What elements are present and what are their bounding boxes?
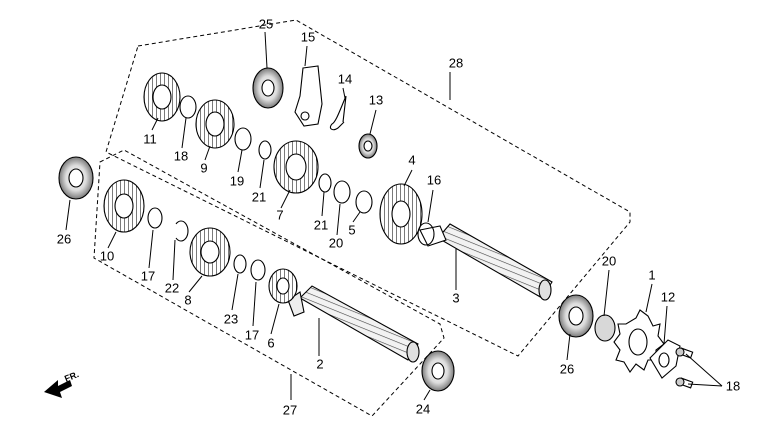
callout-3: 3 — [452, 290, 459, 305]
washer-19 — [333, 180, 351, 204]
callout-26a: 26 — [57, 231, 71, 246]
gear-6 — [268, 268, 298, 304]
gear-8 — [189, 227, 231, 277]
callout-7: 7 — [276, 207, 283, 222]
callout-28: 28 — [449, 55, 463, 70]
callout-18b: 19 — [230, 173, 244, 188]
washer-18a — [179, 95, 197, 119]
callout-10: 10 — [100, 248, 114, 263]
countershaft — [419, 223, 553, 301]
washer-18b — [234, 127, 252, 151]
front-direction-label: FR. — [63, 369, 80, 384]
callout-18a: 18 — [174, 148, 188, 163]
clip-21b — [318, 173, 332, 193]
bearing-26-lower — [558, 294, 594, 338]
callout-17a: 17 — [141, 268, 155, 283]
callout-1: 1 — [648, 267, 655, 282]
clip-20a — [175, 220, 189, 242]
callout-20a: 22 — [165, 280, 179, 295]
callout-2: 2 — [316, 356, 323, 371]
clip-20b — [233, 254, 247, 274]
bushing-5 — [355, 190, 373, 214]
clip-21a — [258, 140, 272, 160]
callout-11: 11 — [143, 131, 157, 146]
bearing-26-upper — [58, 156, 94, 200]
callout-17b: 17 — [245, 327, 259, 342]
callout-27: 27 — [283, 402, 297, 417]
callout-16: 16 — [427, 172, 441, 187]
spring-14 — [329, 95, 347, 131]
callout-21b: 21 — [314, 217, 328, 232]
gear-7 — [273, 140, 319, 194]
callout-21a: 21 — [252, 189, 266, 204]
mainshaft — [287, 285, 420, 363]
oil-seal-22 — [594, 314, 616, 342]
bearing-13 — [358, 133, 378, 159]
group-box-28 — [105, 19, 631, 357]
fixing-plate-12 — [649, 339, 681, 379]
gear-10 — [103, 179, 145, 233]
group-box-27 — [93, 149, 445, 417]
washer-17b — [250, 259, 266, 281]
bearing-25 — [252, 67, 284, 109]
callout-8: 8 — [184, 292, 191, 307]
bolt-23a — [675, 347, 694, 359]
gear-11 — [143, 72, 181, 122]
gear-9 — [195, 99, 235, 149]
gear-4 — [379, 183, 423, 245]
callout-23: 18 — [726, 378, 740, 393]
callout-20b: 23 — [224, 311, 238, 326]
washer-16 — [417, 222, 435, 246]
callout-15: 15 — [301, 29, 315, 44]
stopper-plate-15 — [294, 65, 323, 127]
callout-12: 12 — [661, 289, 675, 304]
callout-14: 14 — [338, 71, 352, 86]
bearing-24 — [421, 350, 455, 392]
callout-26b: 26 — [560, 361, 574, 376]
callout-19: 20 — [329, 235, 343, 250]
callout-4: 4 — [408, 152, 415, 167]
callout-9: 9 — [200, 160, 207, 175]
callout-24: 24 — [416, 401, 430, 416]
stopper-plate-hole — [300, 111, 310, 121]
washer-17a — [147, 207, 163, 229]
callout-5: 5 — [348, 222, 355, 237]
callout-13: 13 — [369, 92, 383, 107]
front-direction-arrow-icon — [44, 380, 72, 398]
callout-6: 6 — [267, 335, 274, 350]
leader-lines — [65, 31, 723, 401]
callout-22: 20 — [602, 253, 616, 268]
bolt-23b — [675, 377, 694, 389]
callout-25: 25 — [259, 16, 273, 31]
